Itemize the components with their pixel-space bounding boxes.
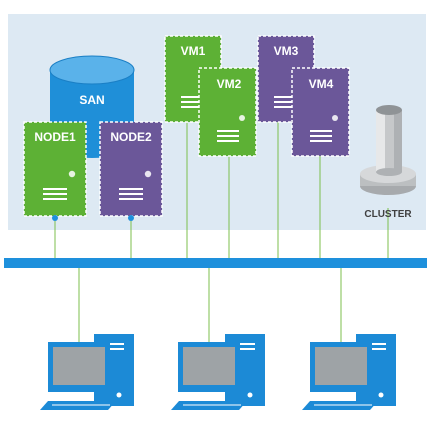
connector-lines [54, 122, 389, 258]
workstation-2 [171, 334, 265, 410]
vm2-label: VM2 [217, 77, 242, 91]
vm3-label: VM3 [274, 44, 299, 58]
workstation-lines [78, 268, 342, 342]
node1-label: NODE1 [34, 130, 76, 144]
vm4-server: VM4 [291, 67, 350, 157]
vm1-label: VM1 [181, 44, 206, 58]
workstation-3 [302, 334, 396, 410]
san-label: SAN [79, 93, 104, 107]
cluster-label: CLUSTER [364, 209, 412, 220]
network-bus [4, 258, 427, 268]
node1-server: NODE1 [23, 121, 87, 221]
workstation-1 [40, 334, 134, 410]
vm2-server: VM2 [198, 67, 257, 157]
node2-server: NODE2 [99, 121, 163, 221]
san-storage: SAN [49, 55, 135, 158]
node2-label: NODE2 [110, 130, 152, 144]
cluster-icon: CLUSTER [360, 105, 416, 220]
vm4-label: VM4 [309, 77, 334, 91]
